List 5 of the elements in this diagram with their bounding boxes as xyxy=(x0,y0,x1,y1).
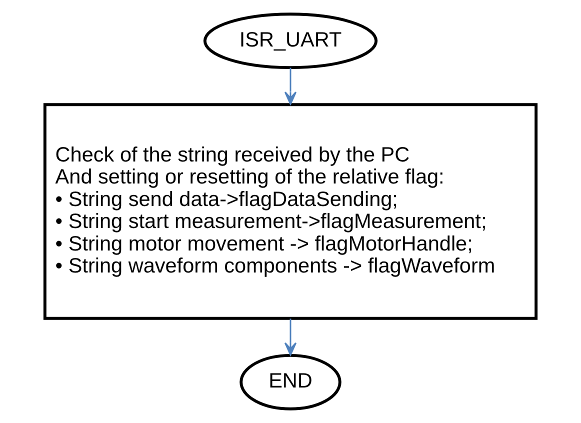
node-ellipse: ISR_UART xyxy=(203,12,378,70)
node-box: Check of the string received by the PC And setting or resetting of the relative flag: • String send data->flagDataSending; • String start measurement->flagMeasurement; • String motor movement -> flagMotorHandle; • String waveform components -> flagWaveform xyxy=(43,103,538,320)
arrow xyxy=(284,318,297,356)
arrow xyxy=(284,68,297,105)
node-ellipse: END xyxy=(240,354,342,410)
